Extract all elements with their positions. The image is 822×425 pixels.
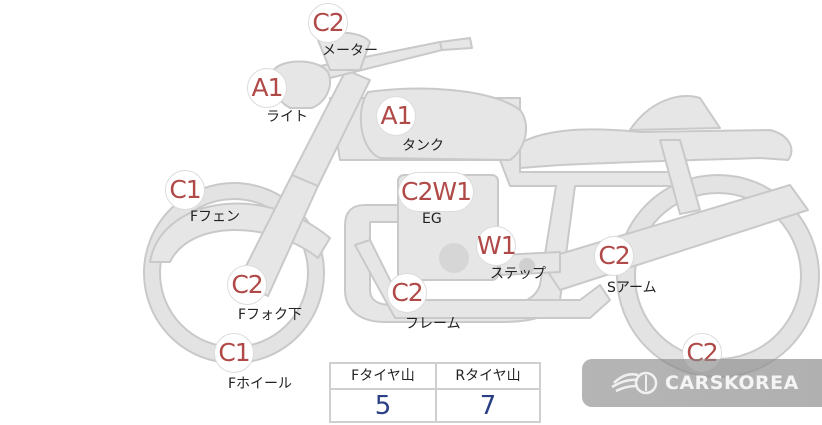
code-badge-tank: A1	[376, 96, 416, 136]
seat-shape	[509, 128, 793, 169]
front-tread-header: Fタイヤ山	[331, 364, 435, 390]
table-divider	[435, 364, 437, 421]
rear-tread-header: Rタイヤ山	[437, 364, 539, 390]
part-label-engine: EG	[422, 211, 442, 227]
carskorea-logo-icon	[611, 371, 658, 395]
part-label-front-fork-lower: Fフォク下	[238, 307, 303, 323]
code-badge-engine: C2W1	[398, 172, 474, 212]
code-badge-step: W1	[476, 226, 517, 266]
code-badge-frame: C2	[387, 273, 427, 313]
watermark-brand-text: CARSKOREA	[665, 372, 799, 394]
part-label-front-wheel: Fホイール	[228, 376, 293, 392]
part-label-light: ライト	[266, 109, 308, 125]
rear-tread-value: 7	[479, 391, 497, 421]
front-tread-value: 5	[374, 391, 392, 421]
code-badge-front-fork-lower: C2	[227, 265, 267, 305]
part-label-frame: フレーム	[405, 316, 461, 332]
code-badge-meter: C2	[308, 3, 348, 43]
code-badge-front-fender: C1	[165, 170, 205, 210]
carskorea-watermark: CARSKOREA	[582, 359, 822, 407]
part-label-step: ステップ	[490, 266, 546, 282]
code-badge-front-wheel: C1	[214, 333, 254, 373]
part-label-swing-arm: Sアーム	[607, 280, 657, 296]
tire-tread-table: Fタイヤ山 Rタイヤ山 5 7	[329, 362, 541, 423]
code-badge-swing-arm: C2	[594, 236, 634, 276]
part-label-tank: タンク	[402, 138, 444, 154]
part-label-meter: メーター	[322, 43, 378, 59]
code-badge-light: A1	[247, 68, 287, 108]
part-label-front-fender: Fフェン	[190, 209, 241, 225]
